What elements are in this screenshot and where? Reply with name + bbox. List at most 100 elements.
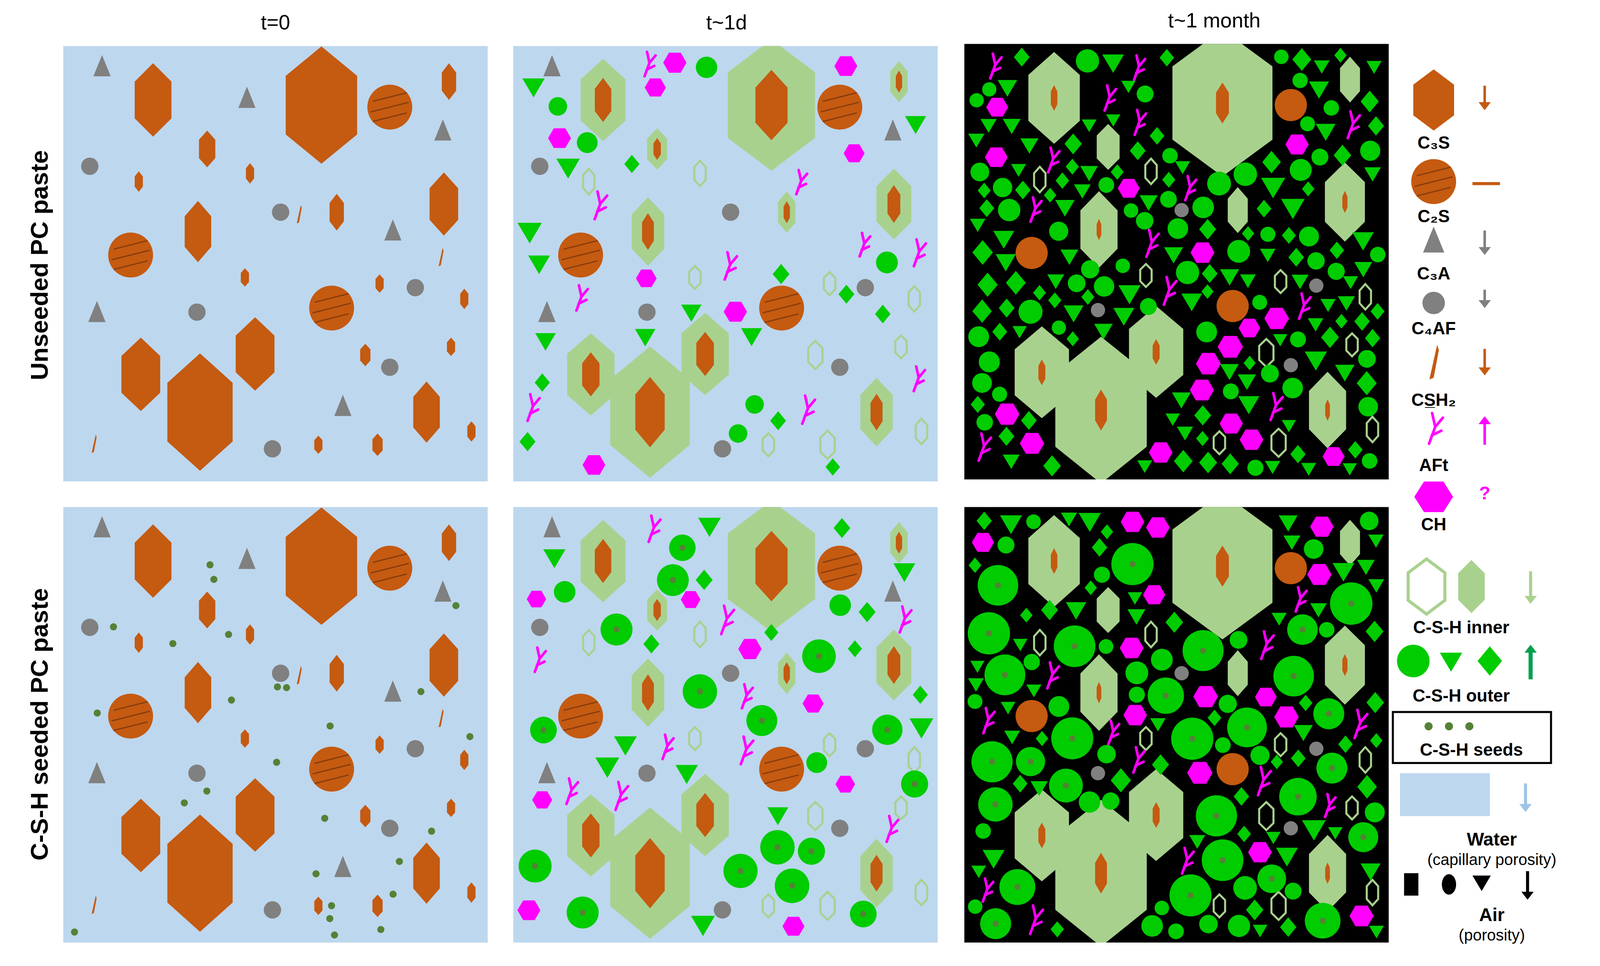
c4af-grain bbox=[406, 740, 425, 758]
ch-crystal bbox=[1189, 379, 1214, 401]
outer-csh bbox=[1012, 774, 1028, 793]
csh-seed bbox=[1071, 643, 1078, 650]
seeded-outer-csh bbox=[723, 854, 758, 889]
hollow-shell bbox=[895, 335, 907, 359]
c2s-stripe bbox=[314, 293, 349, 303]
outer-csh bbox=[1194, 405, 1212, 426]
seeded-outer-csh bbox=[682, 674, 718, 709]
hydration-panel bbox=[63, 45, 488, 482]
c2s-stripe bbox=[764, 293, 799, 303]
seeded-outer-csh bbox=[530, 716, 557, 744]
ch-crystal bbox=[1264, 307, 1290, 330]
outer-csh bbox=[1292, 48, 1312, 71]
legend-label: C-S-H inner bbox=[1413, 617, 1510, 638]
c2s-stripe bbox=[1416, 167, 1451, 177]
outer-csh bbox=[1282, 377, 1303, 399]
aft-needle bbox=[644, 51, 656, 76]
outer-csh bbox=[695, 56, 718, 78]
aft-needle bbox=[990, 53, 1002, 79]
c3s-core bbox=[594, 539, 612, 584]
legend-swatch bbox=[1400, 773, 1490, 817]
inner-csh bbox=[890, 60, 908, 103]
outer-csh bbox=[1283, 535, 1301, 550]
csh-seed bbox=[1001, 671, 1008, 678]
hollow-shell bbox=[1145, 621, 1157, 648]
aft-needle bbox=[1030, 905, 1043, 935]
csh-seed bbox=[180, 799, 188, 807]
outer-csh bbox=[1250, 745, 1270, 766]
outer-csh bbox=[1097, 745, 1117, 764]
c2s-stripe bbox=[822, 553, 857, 563]
csh-seed bbox=[1295, 793, 1301, 800]
outer-csh bbox=[970, 660, 985, 674]
inner-csh bbox=[681, 774, 729, 857]
inner-csh bbox=[1324, 625, 1366, 705]
shape-layer bbox=[63, 29, 1552, 947]
outer-csh bbox=[728, 424, 748, 443]
outer-csh bbox=[1159, 48, 1174, 67]
outer-csh bbox=[969, 93, 984, 108]
hollow-shell bbox=[689, 727, 701, 751]
outer-csh bbox=[1335, 314, 1348, 329]
outer-csh bbox=[1278, 515, 1298, 533]
c2s-stripe bbox=[762, 764, 801, 775]
inner-csh bbox=[1080, 654, 1118, 731]
outer-csh bbox=[1207, 171, 1232, 196]
inner-csh bbox=[647, 128, 668, 170]
outer-csh bbox=[1084, 580, 1098, 596]
csh-seed bbox=[225, 631, 233, 639]
outer-csh bbox=[975, 823, 991, 839]
hollow-shell bbox=[1346, 333, 1358, 357]
ch-crystal bbox=[1248, 842, 1272, 863]
inner-csh bbox=[1096, 587, 1120, 634]
hollow-shell bbox=[582, 168, 595, 195]
csh-seed bbox=[466, 733, 474, 741]
outer-csh bbox=[992, 386, 1008, 402]
ch-crystal bbox=[1310, 516, 1334, 537]
outer-symbol bbox=[1439, 652, 1463, 672]
c3a-grain bbox=[884, 119, 902, 141]
c3s-core bbox=[1095, 389, 1107, 431]
outer-csh bbox=[1102, 54, 1125, 73]
csh-seed bbox=[988, 759, 995, 766]
c4af-grain bbox=[1174, 666, 1189, 681]
c3a-grain bbox=[238, 86, 256, 108]
outer-csh bbox=[1313, 60, 1330, 74]
inner-csh bbox=[1172, 506, 1273, 640]
c4af-symbol bbox=[1422, 291, 1445, 315]
aft-needle bbox=[1261, 631, 1274, 659]
outer-csh bbox=[534, 373, 550, 392]
csh-seed bbox=[210, 576, 218, 584]
ch-crystal bbox=[971, 532, 995, 552]
outer-csh bbox=[1233, 162, 1257, 187]
csh-seed bbox=[70, 928, 78, 936]
hollow-shell bbox=[808, 341, 823, 370]
seeded-outer-csh bbox=[774, 868, 810, 904]
inner-csh bbox=[1080, 191, 1118, 268]
c3a-grain bbox=[334, 856, 352, 878]
unknown-trend-mark: ? bbox=[1479, 482, 1491, 504]
outer-csh bbox=[1301, 181, 1315, 197]
outer-csh bbox=[1093, 566, 1111, 583]
hollow-shell bbox=[823, 733, 836, 757]
ch-crystal bbox=[680, 591, 701, 609]
c2s-grain bbox=[108, 232, 154, 278]
aft-needle bbox=[913, 366, 925, 392]
csh-seed bbox=[1027, 758, 1034, 765]
ch-crystal bbox=[738, 638, 762, 660]
outer-csh bbox=[1219, 269, 1240, 286]
c3a-grain bbox=[884, 580, 902, 602]
aft-needle bbox=[721, 605, 734, 635]
outer-csh bbox=[970, 396, 985, 414]
aft-needle bbox=[913, 239, 926, 267]
outer-csh bbox=[1149, 126, 1165, 145]
csh-seed bbox=[1360, 834, 1367, 841]
aft-needle bbox=[615, 782, 629, 810]
c2s-stripe bbox=[822, 574, 857, 583]
c4af-grain bbox=[263, 440, 282, 458]
c2s-grain bbox=[558, 693, 604, 739]
csh-seed bbox=[109, 623, 117, 631]
c2s-stripe bbox=[1416, 187, 1451, 197]
c3s-core bbox=[696, 332, 714, 377]
aft-needle bbox=[802, 395, 816, 424]
